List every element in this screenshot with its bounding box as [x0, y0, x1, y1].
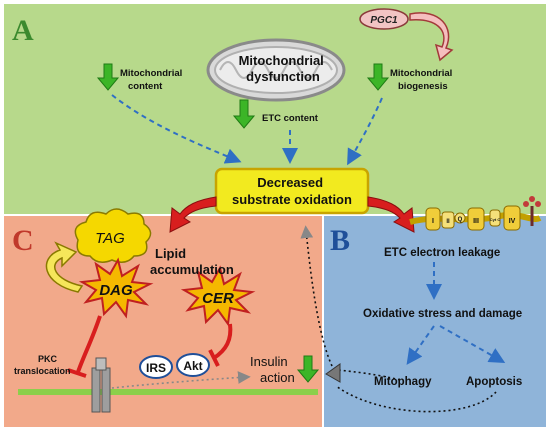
- dashed-arrow-content: [111, 94, 242, 164]
- etc-leakage-label: ETC electron leakage: [384, 247, 500, 259]
- pgc1-label: PGC1: [370, 15, 398, 26]
- cell-membrane: [18, 389, 318, 395]
- insulin-action-label: Insulin action: [250, 354, 295, 385]
- etc-complex-ii: II: [446, 219, 450, 225]
- dag-inhibition-bar: [67, 368, 87, 378]
- panel-letter-a: A: [12, 14, 34, 47]
- lipid-accumulation-label: Lipid accumulation: [150, 246, 234, 277]
- mito-dysfunction-label: Mitochondrial dysfunction: [239, 53, 328, 84]
- dashed-arrow-biogenesis: [347, 97, 383, 166]
- cer-label: CER: [202, 290, 234, 307]
- mito-biogenesis-label: Mitochondrial biogenesis: [390, 68, 455, 92]
- etc-complex-cytc: Cyt C: [490, 217, 501, 222]
- mitophagy-label: Mitophagy: [374, 376, 432, 388]
- akt-label: Akt: [183, 359, 202, 373]
- pgc1-oval: [359, 8, 409, 30]
- biogenesis-down-arrow: [366, 63, 390, 91]
- dashed-arrow-to-mitophagy: [406, 325, 435, 365]
- insulin-receptor-icon: [91, 357, 111, 413]
- dashed-arrow-to-apoptosis: [439, 325, 506, 363]
- decreased-oxidation-label: Decreased substrate oxidation: [232, 175, 352, 207]
- etc-complex-iii: III: [473, 218, 479, 225]
- etc-complexes-icon: I II Q III Cyt C IV: [409, 196, 542, 231]
- cer-inhibition-line: [212, 323, 233, 360]
- decreased-oxidation-box: [214, 167, 370, 215]
- etc-complex-i: I: [432, 218, 434, 225]
- etc-complex-q: Q: [458, 217, 463, 223]
- cer-inhibition-bar: [208, 349, 220, 367]
- red-arrow-to-leakage: [367, 196, 415, 233]
- oxidative-stress-label: Oxidative stress and damage: [363, 308, 522, 320]
- dag-starburst: [78, 257, 154, 319]
- etc-content-label: ETC content: [262, 113, 319, 124]
- mitochondrion-icon: [206, 38, 346, 102]
- feedback-arrowhead: [325, 363, 341, 383]
- mito-content-label: Mitochondrial content: [120, 68, 185, 92]
- cer-starburst: [180, 265, 256, 327]
- tag-label: TAG: [95, 230, 125, 247]
- dotted-loop-mitophagy: [337, 369, 401, 381]
- etc-complex-iv: IV: [509, 218, 516, 225]
- akt-oval: [176, 353, 210, 377]
- apoptosis-label: Apoptosis: [466, 376, 522, 388]
- dag-inhibition-line: [76, 315, 102, 373]
- atp-synthase-icon: [523, 196, 541, 226]
- dag-to-tag-arrow: [45, 241, 84, 293]
- tag-cloud: [74, 208, 152, 263]
- red-arrow-to-lipid: [169, 196, 217, 233]
- pgc1-curved-arrow: [409, 12, 454, 62]
- mito-content-down-arrow: [96, 63, 120, 91]
- irs-label: IRS: [146, 361, 166, 375]
- insulin-action-down-arrow: [296, 355, 320, 383]
- dotted-feedback-arrow: [300, 225, 333, 367]
- panel-letter-c: C: [12, 224, 34, 257]
- etc-content-down-arrow: [232, 99, 256, 129]
- dag-label: DAG: [99, 282, 133, 299]
- panel-letter-b: B: [330, 224, 350, 257]
- pkc-translocation-label: PKC translocation: [14, 354, 71, 376]
- irs-oval: [139, 355, 173, 379]
